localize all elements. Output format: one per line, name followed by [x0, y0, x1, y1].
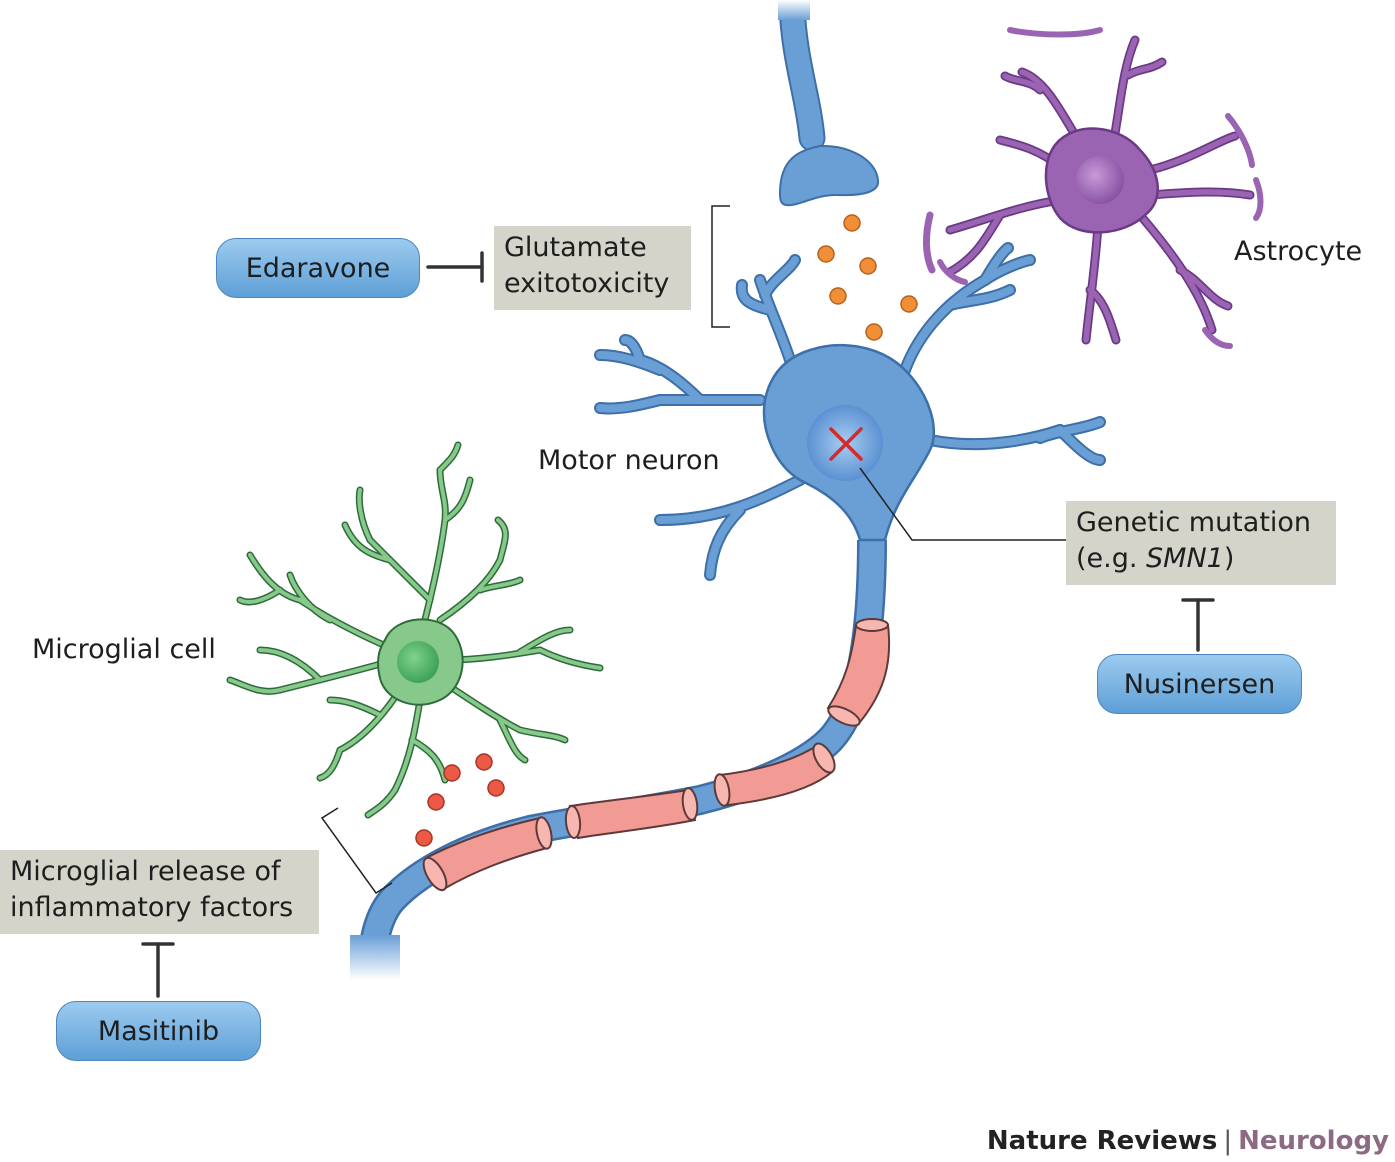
astrocyte-cell — [923, 27, 1264, 349]
inhibit-edaravone-icon — [426, 251, 484, 283]
journal-topic: Neurology — [1238, 1126, 1389, 1156]
microglial-line-1: Microglial release of — [10, 856, 281, 887]
motor-neuron-label: Motor neuron — [538, 445, 720, 476]
glutamate-exitotoxicity-box: Glutamate exitotoxicity — [494, 226, 691, 310]
edaravone-drug: Edaravone — [216, 238, 420, 298]
credit-separator: | — [1223, 1126, 1233, 1156]
microglial-nucleus — [397, 641, 439, 683]
glutamate-line-1: Glutamate — [504, 232, 647, 263]
journal-name: Nature Reviews — [986, 1126, 1218, 1156]
glutamate-bracket — [711, 205, 730, 328]
inflammatory-particles — [415, 753, 505, 847]
genetic-line-2-prefix: (e.g. — [1076, 543, 1147, 574]
astrocyte-label: Astrocyte — [1234, 236, 1363, 267]
genetic-line-1: Genetic mutation — [1076, 507, 1312, 538]
glutamate-particles — [817, 214, 918, 341]
genetic-line-2: (e.g. SMN1) — [1076, 541, 1326, 577]
mutation-cross-icon — [829, 427, 863, 461]
nusinersen-drug: Nusinersen — [1097, 654, 1302, 714]
astrocyte-nucleus — [1076, 156, 1124, 204]
motor-neuron-cell — [594, 242, 1106, 581]
journal-credit: Nature Reviews|Neurology — [987, 1126, 1389, 1156]
presynaptic-terminal — [778, 0, 880, 207]
mutation-leader-line — [859, 467, 1066, 541]
microglial-cell-label: Microglial cell — [32, 634, 216, 665]
microglial-cell — [226, 441, 604, 819]
microglial-bracket — [320, 807, 393, 895]
myelin-sheath — [422, 618, 891, 892]
genetic-line-2-suffix: ) — [1223, 543, 1235, 574]
inhibit-masitinib-icon — [141, 942, 175, 998]
microglial-line-2: inflammatory factors — [10, 892, 294, 923]
masitinib-drug: Masitinib — [56, 1001, 261, 1061]
microglial-release-box: Microglial release of inflammatory facto… — [0, 850, 319, 934]
genetic-mutation-box: Genetic mutation (e.g. SMN1) — [1066, 501, 1336, 585]
gene-name: SMN1 — [1146, 543, 1224, 574]
inhibit-nusinersen-icon — [1181, 598, 1215, 652]
glutamate-line-2: exitotoxicity — [504, 268, 670, 299]
